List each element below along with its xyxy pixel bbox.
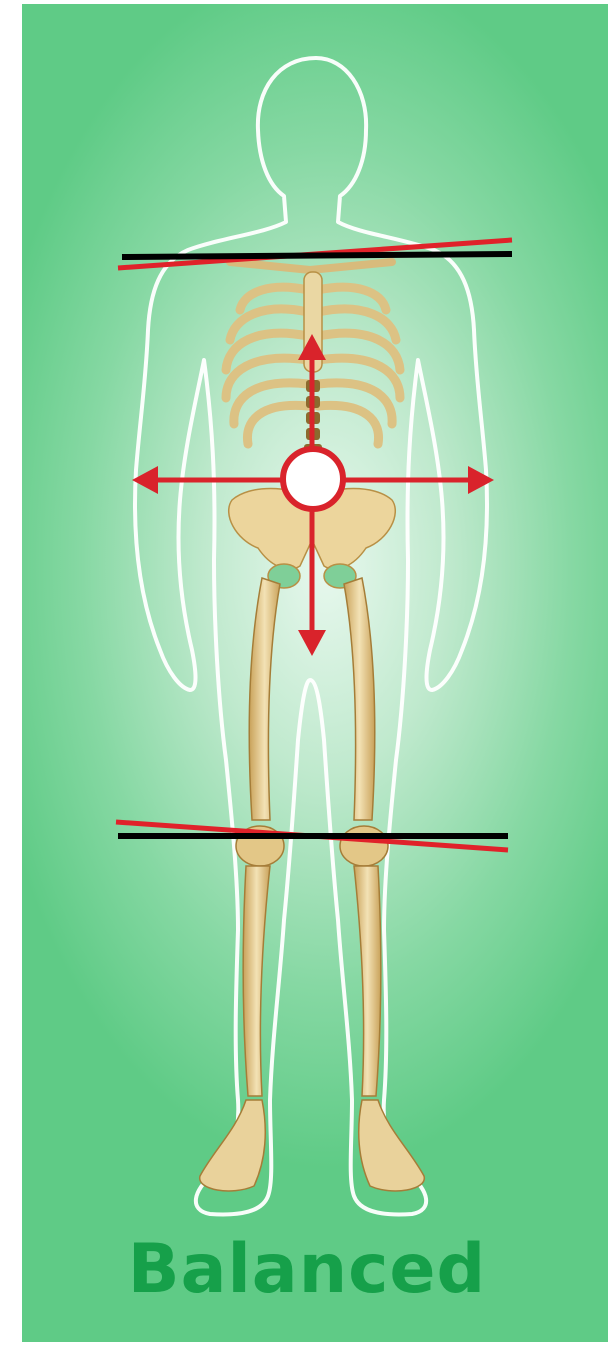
posture-caption: Balanced — [0, 1230, 614, 1309]
knee-alignment-lines — [116, 822, 508, 850]
shoulder-reference-line — [122, 254, 512, 257]
center-of-gravity-icon — [283, 449, 343, 509]
